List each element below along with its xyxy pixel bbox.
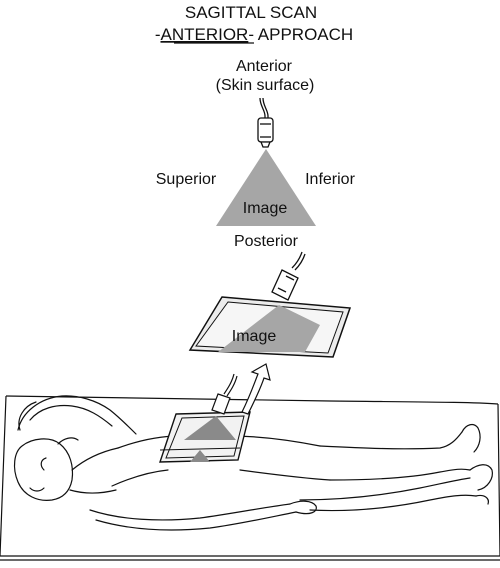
abdomen-image-sector-lower [190, 450, 210, 462]
abdomen-transducer-icon [211, 373, 238, 415]
exam-table [0, 395, 500, 561]
title-line-1: SAGITTAL SCAN [185, 3, 317, 22]
label-anterior: Anterior [236, 58, 293, 75]
patient-supine-figure [13, 395, 493, 531]
plane-transducer-icon [271, 251, 306, 301]
title-line-2: -ANTERIOR- APPROACH [155, 25, 353, 44]
ultrasound-transducer-icon [257, 97, 274, 148]
label-posterior: Posterior [234, 233, 299, 250]
abdomen-image-sector [184, 416, 236, 440]
label-image-plane: Image [232, 328, 277, 345]
rotation-arrow-icon [241, 363, 271, 415]
label-image-sector: Image [243, 200, 288, 217]
title-prefix: - [155, 25, 161, 44]
label-skin-surface: (Skin surface) [216, 77, 315, 94]
title-suffix: - APPROACH [248, 25, 353, 44]
label-superior: Superior [156, 171, 217, 188]
sector-image-triangle [216, 149, 316, 226]
plane-image-sector [218, 305, 320, 352]
title-emphasis: ANTERIOR [160, 25, 248, 44]
label-inferior: Inferior [305, 171, 355, 188]
scan-plane: Image [188, 296, 352, 358]
abdomen-scan-plane [159, 411, 251, 463]
